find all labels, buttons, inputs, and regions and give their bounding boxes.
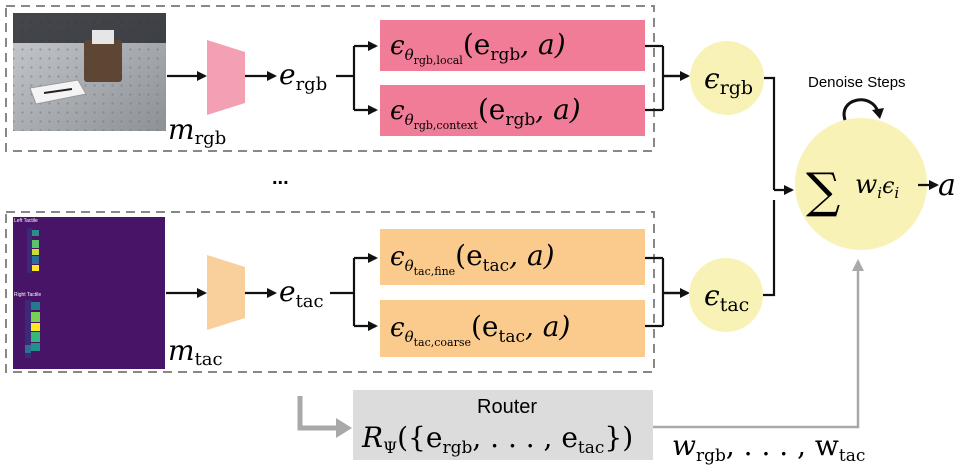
rgb-split-connector <box>336 46 356 110</box>
tactile-image: Left Tactile Right Tactile <box>13 217 165 369</box>
eps-tac-label: ϵtac <box>704 279 749 316</box>
eps-tac-node <box>689 258 763 332</box>
sum-expression: wiϵi <box>855 170 899 202</box>
denoise-steps-label: Denoise Steps <box>808 74 906 91</box>
tactile-left-label: Left Tactile <box>14 218 38 224</box>
policy-rgb-context-box <box>380 85 645 136</box>
rgb-embedding: ergb <box>279 58 327 95</box>
router-to-sum-connector <box>653 259 864 429</box>
router-formula: RΨ({ergb, . . . , etac}) <box>361 421 633 458</box>
tactile-right-label: Right Tactile <box>14 292 41 298</box>
router-title: Router <box>477 396 537 418</box>
policy-rgb-local-box <box>380 20 645 71</box>
router-elbow-arrowhead <box>336 418 352 438</box>
policy-rgb-local-label: ϵθrgb,local(ergb, a) <box>390 28 566 67</box>
tac-split-connector <box>330 258 356 326</box>
rgb-policy-merge-connector <box>645 44 682 112</box>
weighted-sum-node <box>795 118 927 250</box>
sum-symbol: ∑ <box>806 163 840 219</box>
router-box <box>353 390 653 460</box>
eps-rgb-to-sum-connector <box>764 76 776 190</box>
policy-tac-fine-box <box>380 229 645 285</box>
eps-tac-to-sum-connector <box>763 200 776 297</box>
tac-policy-merge-connector <box>645 256 682 328</box>
eps-rgb-node <box>690 41 764 115</box>
router-elbow-arrow-icon <box>297 396 338 431</box>
policy-tac-coarse-label: ϵθtac,coarse(etac, a) <box>390 310 570 349</box>
tac-branch-dashed-box <box>5 211 655 373</box>
policy-rgb-context-label: ϵθrgb,context(ergb, a) <box>390 93 581 132</box>
rgb-camera-image <box>13 13 166 131</box>
denoise-loop-icon <box>842 98 880 121</box>
eps-rgb-label: ϵrgb <box>704 62 753 99</box>
tac-encoder <box>207 255 245 330</box>
tac-encoder-label: mtac <box>168 334 223 370</box>
tac-embedding: etac <box>279 275 324 312</box>
action-output: a <box>938 168 956 203</box>
rgb-encoder <box>207 40 245 115</box>
router-weights: wrgb, . . . , wtac <box>672 429 865 466</box>
policy-tac-coarse-box <box>380 300 645 357</box>
branch-ellipsis: ... <box>272 167 289 189</box>
rgb-encoder-label: mrgb <box>168 113 226 149</box>
denoise-loop-arrowhead <box>872 108 884 119</box>
policy-tac-fine-label: ϵθtac,fine(etac, a) <box>390 239 555 278</box>
rgb-branch-dashed-box <box>5 5 655 152</box>
